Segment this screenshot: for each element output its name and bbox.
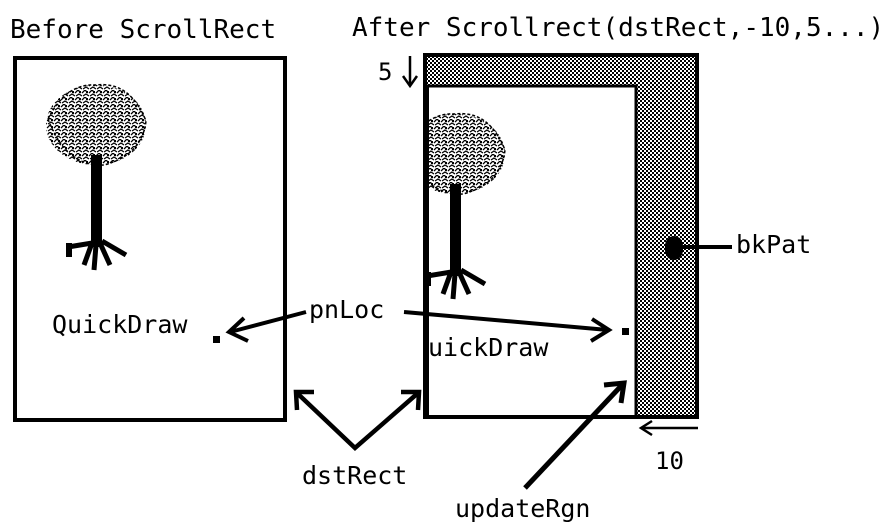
dstrect-arrows: [293, 389, 422, 452]
bkpat-label: bkPat: [736, 230, 811, 259]
left-arrow-icon: [638, 419, 698, 437]
dx-label: 10: [655, 447, 684, 475]
updatergn-label: updateRgn: [455, 494, 590, 523]
down-arrow-icon: [401, 56, 419, 89]
update-region: [427, 57, 695, 415]
after-title: After Scrollrect(dstRect,-10,5...): [352, 13, 884, 43]
bkpat-sample-dot: [665, 236, 683, 260]
dy-label: 5: [378, 58, 392, 86]
quickdraw-after-label: uickDraw: [428, 333, 549, 362]
pnloc-arrow-right: [403, 310, 613, 343]
pnloc-label: pnLoc: [309, 295, 384, 324]
updatergn-arrow: [523, 380, 627, 490]
before-title: Before ScrollRect: [10, 15, 276, 45]
dstrect-label: dstRect: [302, 461, 407, 490]
quickdraw-before-label: QuickDraw: [52, 310, 188, 339]
pnloc-arrow-left: [225, 310, 307, 343]
after-frame-left-edge: [423, 86, 429, 418]
pen-location-after: [622, 328, 629, 335]
pen-location-before: [213, 336, 220, 343]
